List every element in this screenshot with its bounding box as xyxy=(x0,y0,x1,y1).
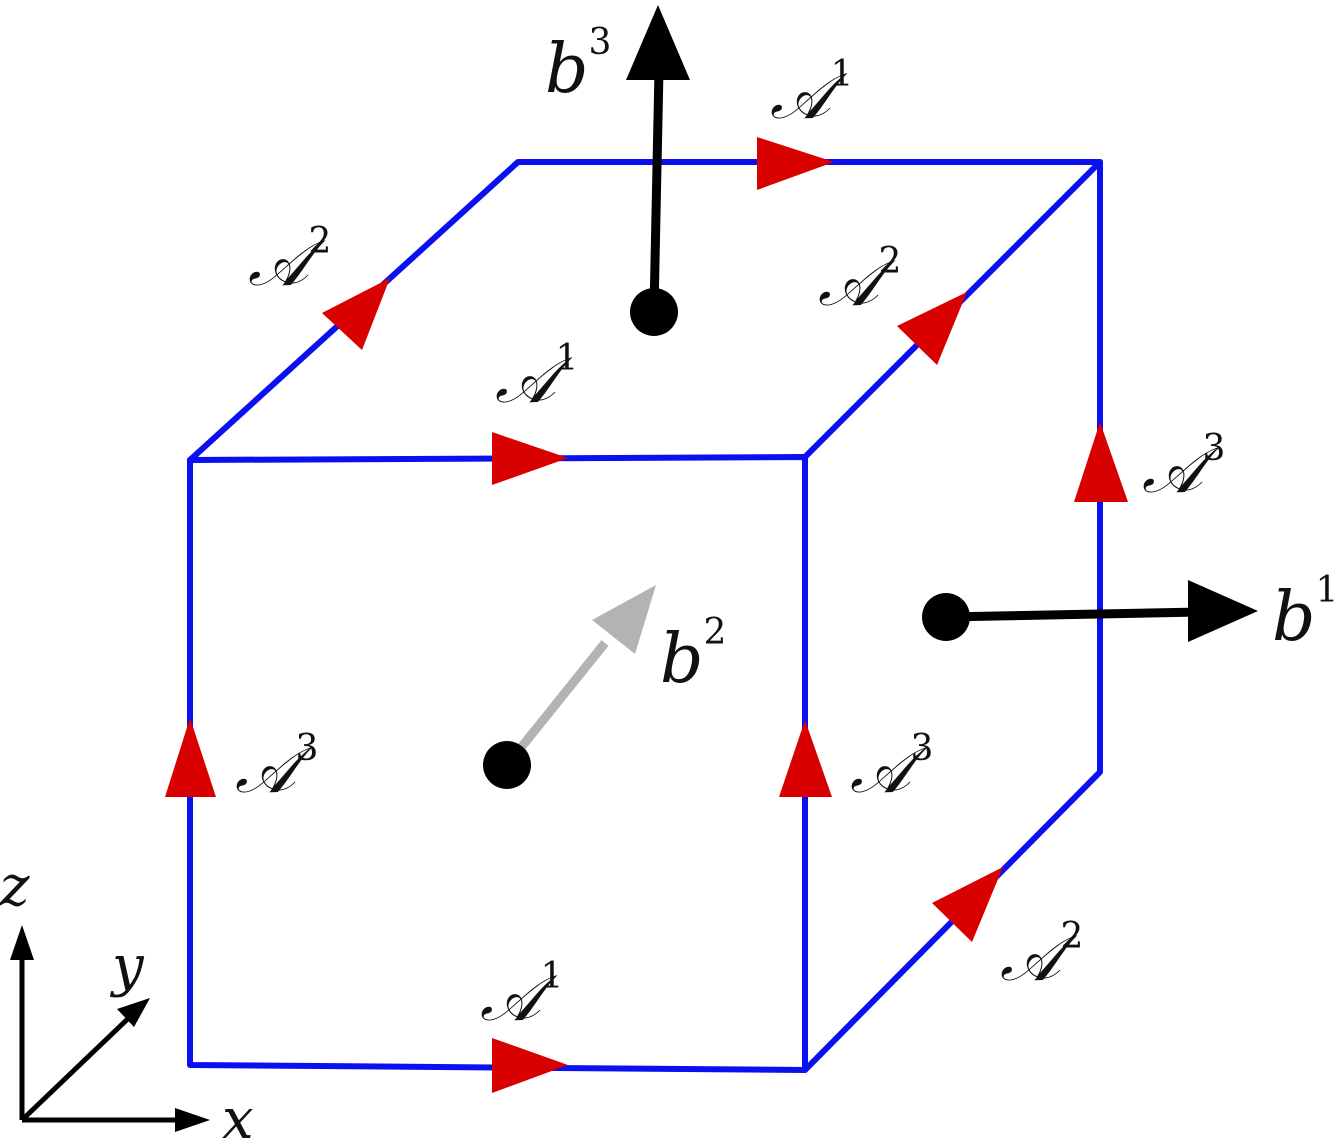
label-A2-top-left: 𝒜2 xyxy=(248,221,331,301)
b2-vector xyxy=(483,585,656,789)
arrow-back-right-z xyxy=(1074,422,1128,502)
b1-vector xyxy=(922,580,1258,642)
label-A3-front-right: 𝒜3 xyxy=(850,728,933,808)
arrow-top-right-y xyxy=(897,292,967,365)
arrow-bottom-x xyxy=(492,1038,568,1093)
label-b3: b3 xyxy=(545,22,611,109)
arrow-right-bottom-y xyxy=(932,867,1003,942)
label-b1: b1 xyxy=(1272,570,1336,657)
label-A2-top-right: 𝒜2 xyxy=(818,241,901,321)
arrow-front-right-z xyxy=(779,720,832,797)
label-A1-top-back: 𝒜1 xyxy=(770,54,853,134)
gauge-labels: 𝒜1 𝒜1 𝒜1 𝒜2 𝒜2 𝒜2 𝒜3 𝒜3 𝒜3 xyxy=(235,54,1225,1036)
label-A3-back-right: 𝒜3 xyxy=(1142,428,1225,508)
label-A2-right-bottom: 𝒜2 xyxy=(1000,916,1083,996)
label-b2: b2 xyxy=(660,612,726,699)
axis-y-label: y xyxy=(109,934,145,999)
arrow-top-left-y xyxy=(322,278,390,350)
arrow-top-front-x xyxy=(492,432,568,485)
link-arrows xyxy=(165,137,1128,1093)
coordinate-axes: z y x xyxy=(0,854,254,1145)
right-face-edges xyxy=(802,159,1103,1073)
axis-x-label: x xyxy=(222,1087,254,1145)
label-A1-bottom: 𝒜1 xyxy=(480,956,563,1036)
label-A1-top-front: 𝒜1 xyxy=(495,338,578,418)
axis-z-label: z xyxy=(0,854,30,919)
label-A3-left: 𝒜3 xyxy=(235,728,318,808)
b3-vector xyxy=(626,5,690,336)
arrow-left-z xyxy=(165,718,216,797)
b-labels: b3 b1 b2 xyxy=(545,22,1336,699)
arrow-top-back-x xyxy=(757,137,834,190)
